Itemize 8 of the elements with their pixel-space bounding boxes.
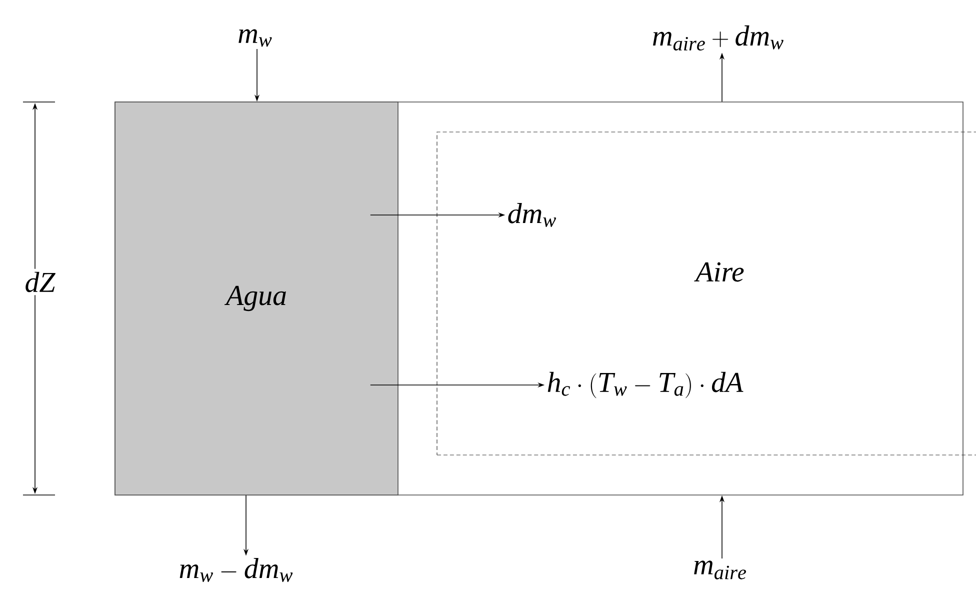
flow-label: $m_{w}$ [238, 29, 272, 47]
flow-label: $m_{aire}$ [694, 560, 746, 580]
flow-label: $m_{w}-dm_{w}$ [180, 558, 293, 582]
dimension-label: $dZ$ [22, 268, 58, 296]
flux-label: $dm_{w}$ [508, 203, 556, 227]
heat-flux-label: $h_{c}\cdot(T_{w}-T_{a})\cdot dA$ [548, 372, 744, 398]
flow-label: $m_{aire}+dm_{w}$ [653, 25, 784, 51]
water-column: Agua [114, 102, 398, 496]
